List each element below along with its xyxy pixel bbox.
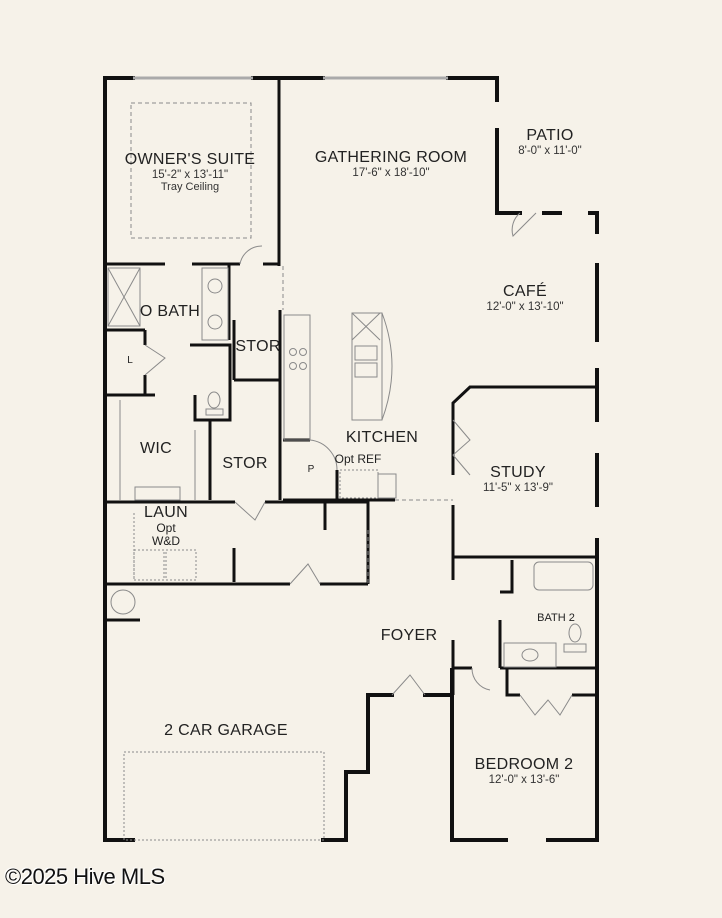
- room-storage-lower: STOR: [222, 455, 267, 473]
- room-bath-2: BATH 2: [537, 612, 575, 624]
- room-dimensions: 8'-0" x 11'-0": [518, 144, 582, 157]
- room-name: GATHERING ROOM: [314, 149, 468, 166]
- room-cafe: CAFÉ 12'-0" x 13'-10": [486, 283, 563, 313]
- room-kitchen: KITCHEN: [346, 429, 418, 447]
- room-name: STOR: [235, 338, 281, 355]
- room-name: OWNER'S SUITE: [124, 151, 256, 168]
- room-wic: WIC: [140, 440, 172, 458]
- room-name: 2 CAR GARAGE: [164, 722, 288, 739]
- room-name: STOR: [222, 455, 268, 472]
- room-name: LAUN: [144, 504, 188, 521]
- room-name: BATH 2: [537, 612, 575, 624]
- room-name: PATIO: [526, 127, 574, 144]
- room-name: STUDY: [490, 464, 546, 481]
- room-storage-upper: STOR: [235, 338, 280, 356]
- room-note: W&D: [151, 533, 180, 548]
- interior-walls: [105, 78, 597, 697]
- room-name: CAFÉ: [503, 283, 547, 300]
- room-study: STUDY 11'-5" x 13'-9": [483, 464, 553, 494]
- room-note: Opt: [156, 520, 176, 535]
- room-pantry: P: [308, 464, 315, 475]
- fixtures: [107, 76, 594, 841]
- room-linen: L: [127, 355, 133, 366]
- room-dimensions: 15'-2" x 13'-11": [151, 168, 229, 181]
- room-name: FOYER: [380, 627, 438, 644]
- room-name: P: [307, 464, 315, 475]
- room-garage: 2 CAR GARAGE: [164, 722, 288, 740]
- room-foyer: FOYER: [381, 627, 438, 645]
- room-name: O BATH: [139, 303, 201, 320]
- room-dimensions: 12'-0" x 13'-10": [486, 300, 564, 313]
- room-note: Tray Ceiling: [160, 181, 220, 194]
- room-laundry: LAUN Opt W&D: [144, 504, 188, 548]
- room-name: KITCHEN: [345, 429, 419, 446]
- room-owners-suite: OWNER'S SUITE 15'-2" x 13'-11" Tray Ceil…: [125, 151, 256, 193]
- room-name: BEDROOM 2: [474, 756, 574, 773]
- room-dimensions: 12'-0" x 13'-6": [488, 773, 560, 786]
- room-o-bath: O BATH: [140, 303, 200, 321]
- room-dimensions: 11'-5" x 13'-9": [483, 481, 553, 494]
- room-name: L: [127, 355, 133, 366]
- room-name: WIC: [139, 440, 173, 457]
- room-gathering-room: GATHERING ROOM 17'-6" x 18'-10": [315, 149, 467, 179]
- room-dimensions: 17'-6" x 18'-10": [352, 166, 430, 179]
- room-note: Opt REF: [334, 452, 382, 466]
- room-bedroom-2: BEDROOM 2 12'-0" x 13'-6": [475, 756, 574, 786]
- copyright-watermark: ©2025 Hive MLS: [5, 864, 165, 889]
- room-patio: PATIO 8'-0" x 11'-0": [518, 127, 581, 157]
- kitchen-opt-ref-note: Opt REF: [334, 452, 382, 466]
